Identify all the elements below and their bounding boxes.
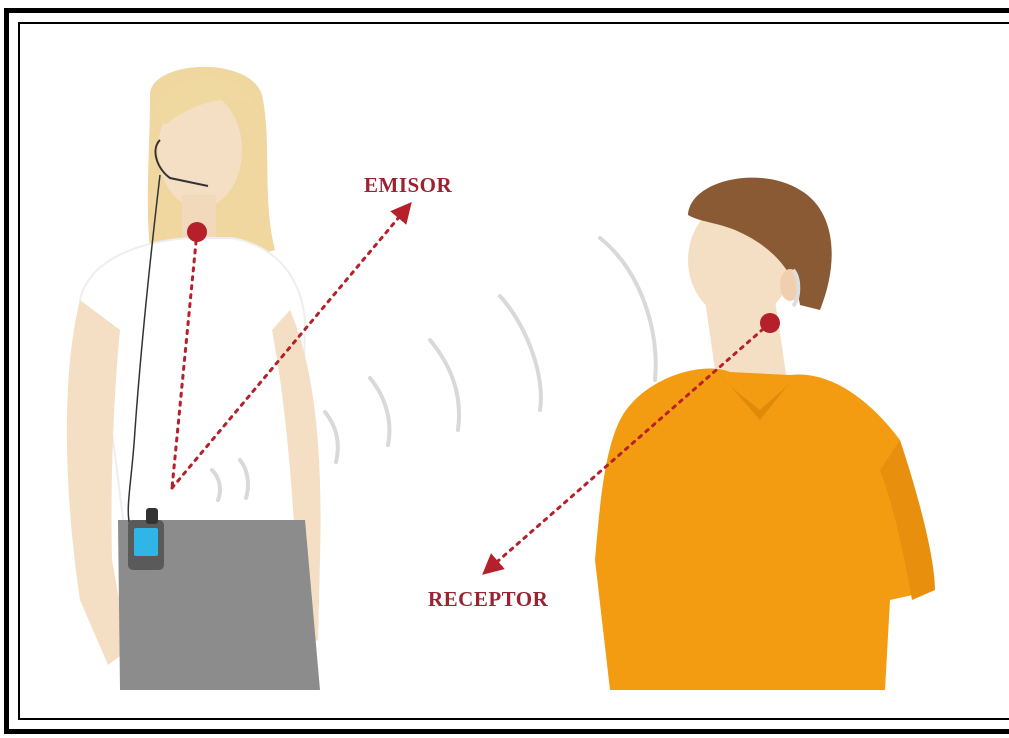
receptor-label: RECEPTOR bbox=[428, 587, 549, 611]
receptor-throat-dot bbox=[760, 313, 780, 333]
emisor-label: EMISOR bbox=[364, 173, 453, 197]
emisor-throat-dot bbox=[187, 222, 207, 242]
woman-figure bbox=[67, 67, 321, 690]
man-figure bbox=[595, 178, 935, 690]
